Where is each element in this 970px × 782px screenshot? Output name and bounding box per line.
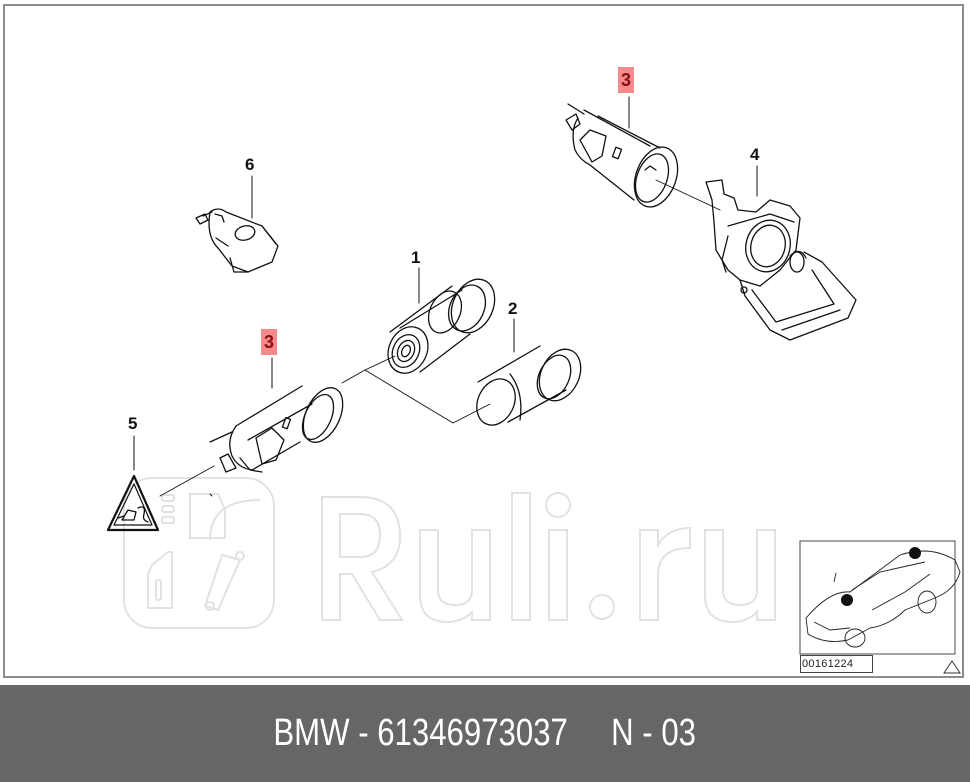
parts-diagram	[106, 96, 961, 674]
part-2-cover-plug	[476, 345, 582, 426]
callout-3-lower[interactable]: 3	[261, 329, 278, 355]
location-inset	[799, 540, 961, 655]
part-1-lighter-insert	[387, 278, 496, 374]
part-6-bulb-holder	[195, 208, 279, 273]
callout-3-upper[interactable]: 3	[618, 67, 635, 93]
callout-5[interactable]: 5	[128, 414, 138, 433]
footer-bar: BMW - 61346973037 N - 03	[0, 685, 970, 782]
location-marker	[909, 547, 921, 559]
footer-part-info: BMW - 61346973037 N - 03	[273, 712, 697, 754]
part-3-lower-socket	[209, 385, 344, 473]
callout-4[interactable]: 4	[750, 145, 760, 164]
part-5-warning-label	[106, 474, 160, 532]
part-4-socket-holder	[705, 179, 857, 341]
callout-1[interactable]: 1	[411, 248, 421, 267]
callout-6[interactable]: 6	[245, 155, 255, 174]
warning-triangle-icon	[943, 660, 961, 674]
callout-2[interactable]: 2	[508, 299, 518, 318]
part-3-upper-socket	[565, 103, 679, 208]
connector-lines	[341, 355, 491, 424]
location-marker	[841, 594, 853, 606]
diagram-code: 00161224	[800, 655, 873, 673]
